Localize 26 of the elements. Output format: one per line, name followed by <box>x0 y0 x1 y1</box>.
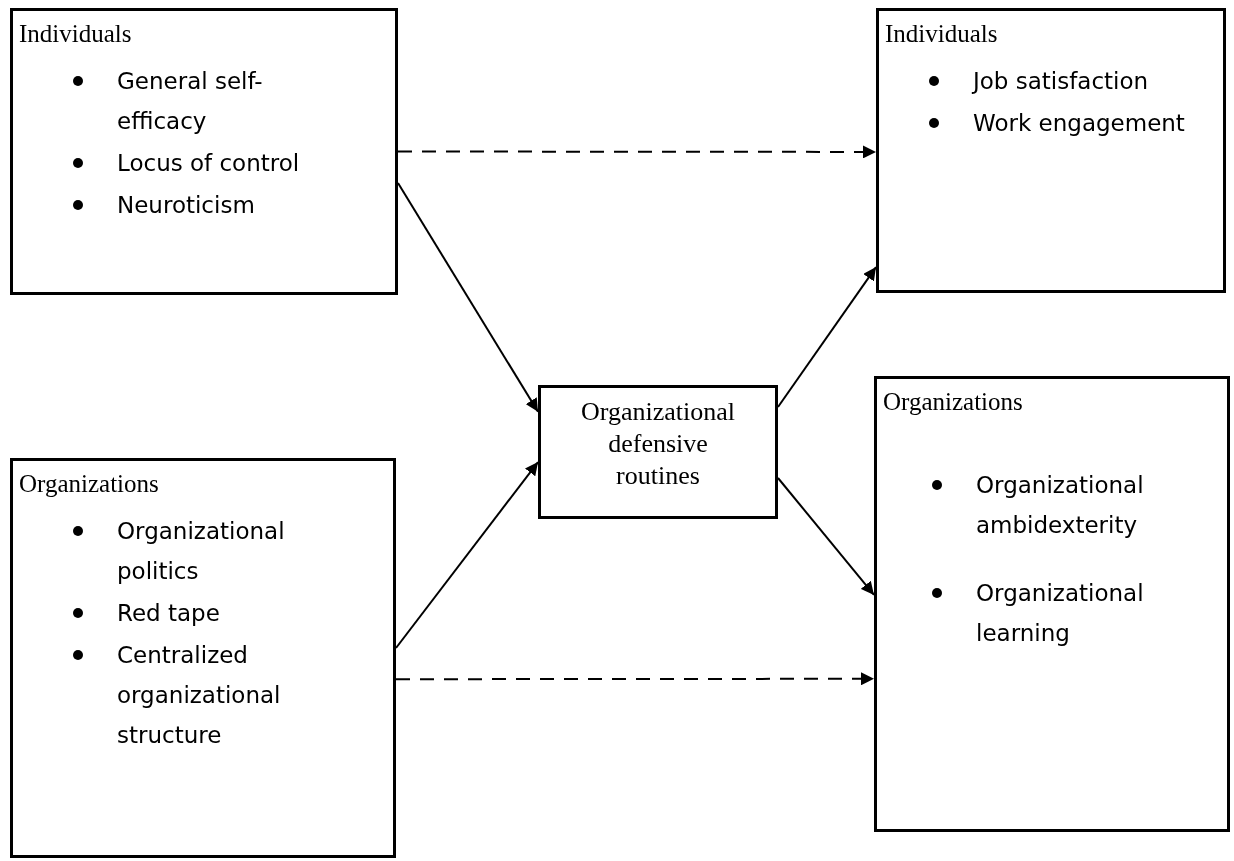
process-box <box>538 385 778 519</box>
category-box <box>874 376 1230 832</box>
list-item: Locus of control <box>117 149 301 178</box>
box-label: Organizational defensive routines <box>580 396 736 492</box>
arrow <box>777 266 877 408</box>
list-item: Job satisfaction <box>973 67 1150 96</box>
category-box <box>876 8 1226 293</box>
list-item: Organizational learning <box>976 579 1145 648</box>
box-heading: Organizations <box>19 469 159 499</box>
list-item: Organizational politics <box>117 517 286 586</box>
box-heading: Individuals <box>885 19 998 49</box>
list-item: General self-efficacy <box>117 67 264 136</box>
arrow <box>777 477 875 596</box>
category-box <box>10 458 396 858</box>
list-item: Neuroticism <box>117 191 256 220</box>
arrow <box>395 672 875 686</box>
arrow <box>397 145 877 159</box>
arrow <box>395 461 539 649</box>
box-heading: Organizations <box>883 387 1023 417</box>
category-box <box>10 8 398 295</box>
list-item: Red tape <box>117 599 221 628</box>
box-heading: Individuals <box>19 19 132 49</box>
list-item: Centralized organizational structure <box>117 641 282 750</box>
list-item: Work engagement <box>973 109 1186 138</box>
arrow <box>397 182 539 413</box>
list-item: Organizational ambidexterity <box>976 471 1145 540</box>
